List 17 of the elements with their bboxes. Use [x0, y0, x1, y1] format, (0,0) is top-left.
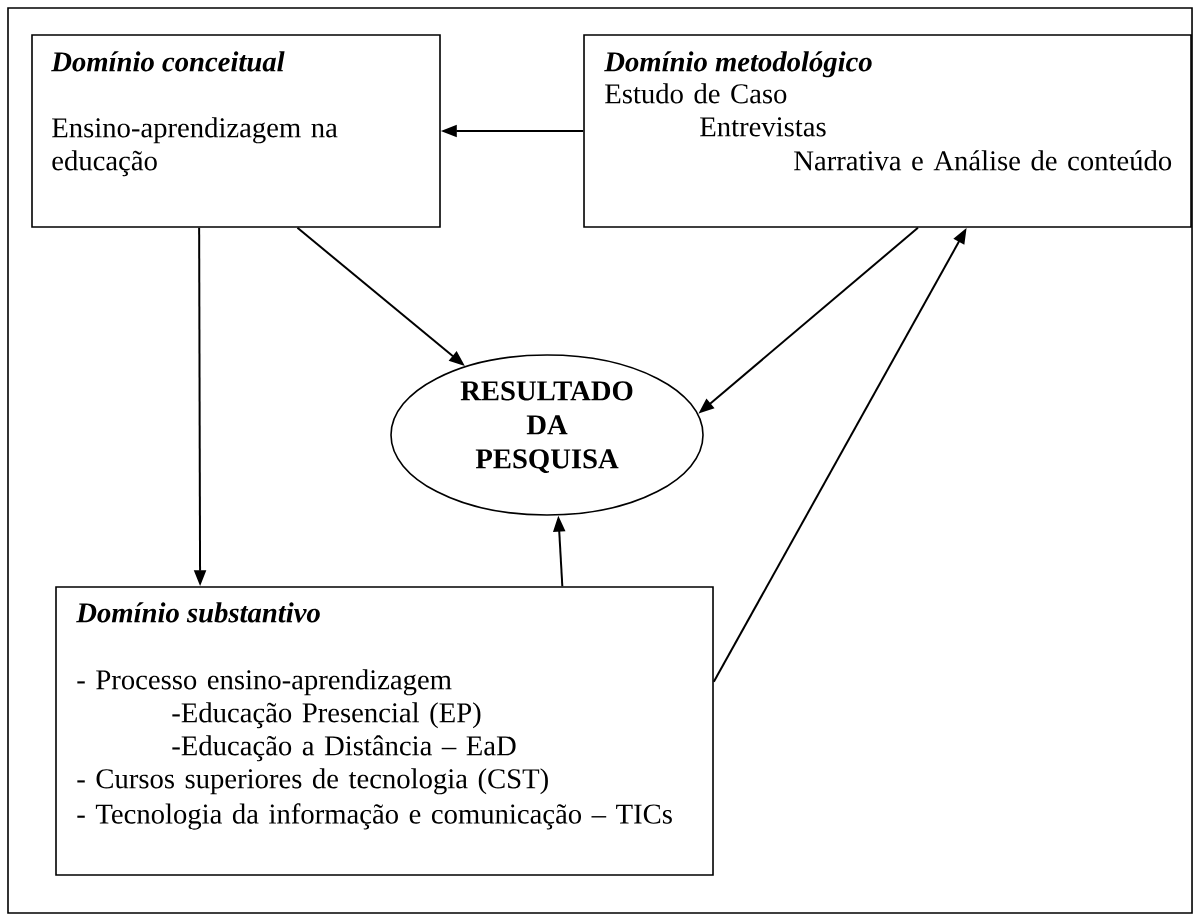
result-label: RESULTADO DA PESQUISA — [460, 381, 633, 473]
domain-heading: Domínio metodológico — [604, 51, 872, 78]
list-item: Ensino-aprendizagem na educação — [52, 117, 338, 177]
result-ellipse — [390, 354, 704, 516]
list-item: Entrevistas — [700, 117, 826, 137]
domain-box — [55, 586, 714, 876]
list-item: -Educação a Distância – EaD — [172, 735, 516, 762]
list-item: - Processo ensino-aprendizagem — [77, 669, 452, 696]
domain-box — [31, 34, 441, 228]
domain-heading: Domínio conceitual — [51, 51, 285, 72]
list-item: - Tecnologia da informação e comunicação – TICs — [77, 803, 672, 830]
list-item: Narrativa e Análise de conteúdo — [794, 150, 1172, 171]
list-item: Estudo de Caso — [605, 83, 787, 104]
list-item: -Educação Presencial (EP) — [172, 702, 481, 729]
list-item: - Cursos superiores de tecnologia (CST) — [77, 768, 548, 795]
domain-box — [583, 34, 1192, 228]
domain-heading: Domínio substantivo — [76, 602, 320, 623]
